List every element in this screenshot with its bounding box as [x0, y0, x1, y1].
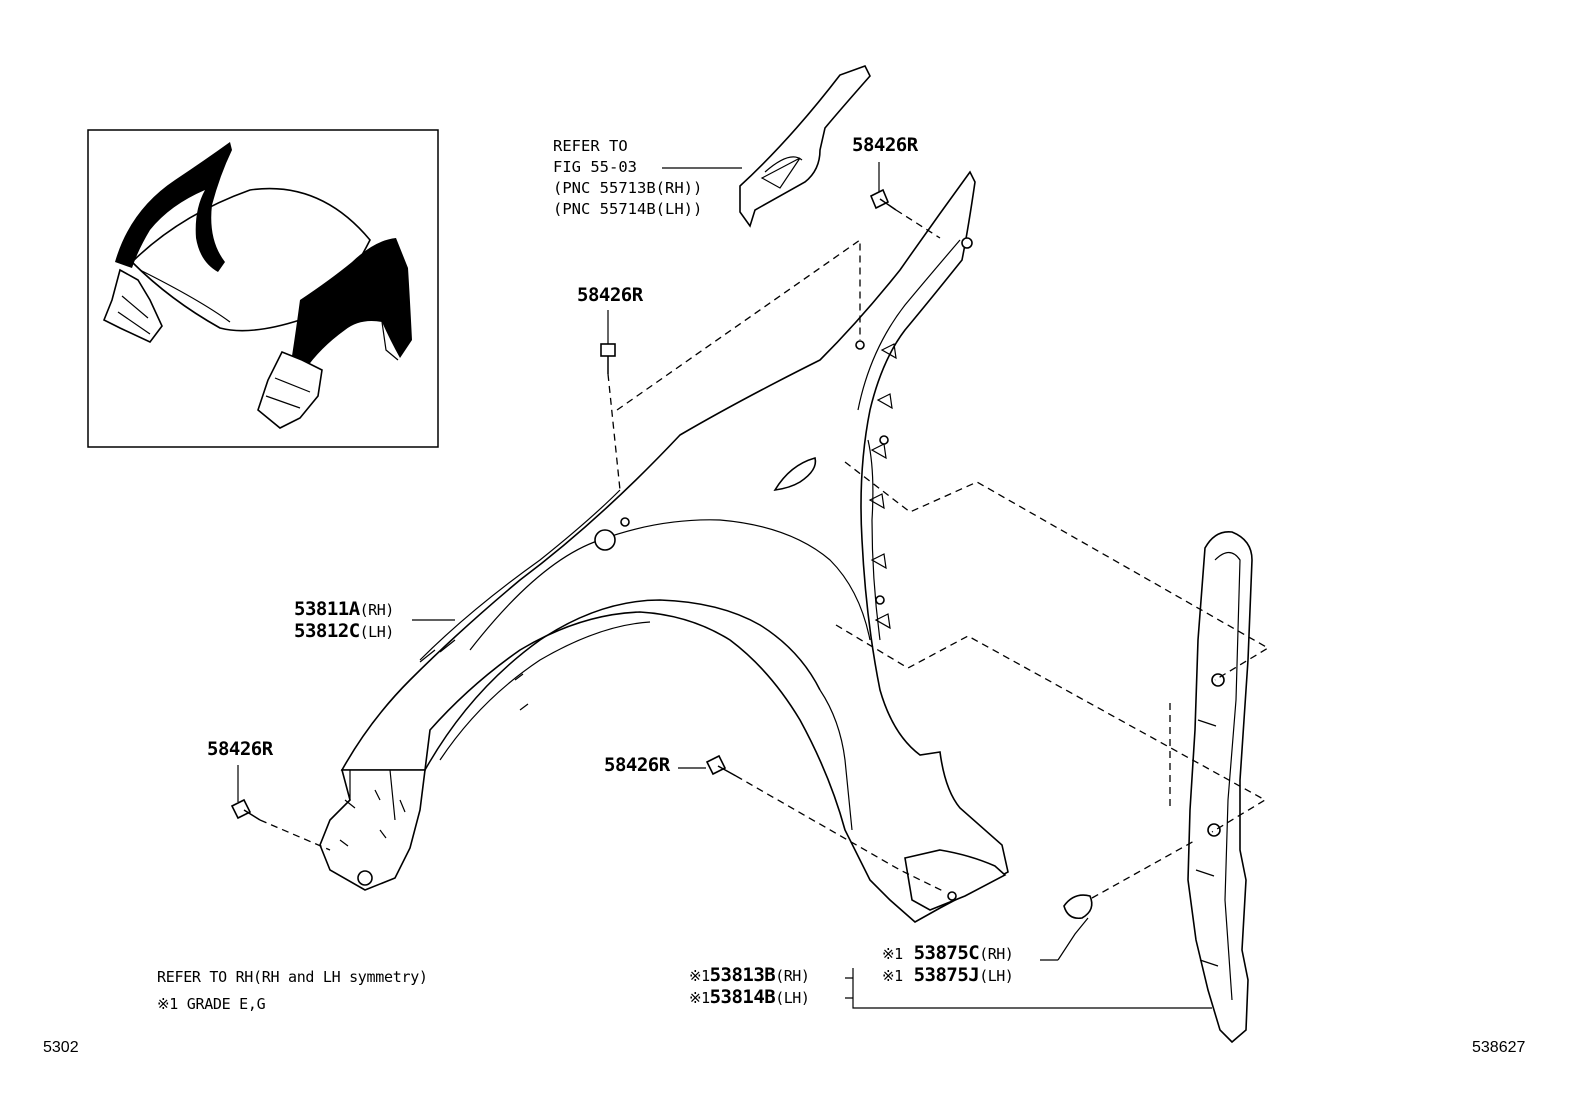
refer-fig-line-2: FIG 55-03 [553, 158, 637, 176]
note-grade: ※1 GRADE E,G [157, 995, 266, 1013]
figure-id-right: 538627 [1472, 1039, 1526, 1056]
inset-fender-right [292, 238, 412, 370]
bolt-top-center [600, 343, 616, 374]
label-bolt-mid: 58426R [604, 754, 670, 776]
clip-lh-mark: ※1 [882, 967, 903, 985]
clip-icon [1063, 894, 1093, 920]
label-clip-lh: ※1 53875J(LH) [882, 964, 1014, 986]
label-bolt-top-center: 58426R [577, 284, 643, 306]
fender-rh-number: 53811A [294, 598, 360, 620]
liner-rh-number: 53813B [709, 964, 776, 986]
refer-fig-label: REFER TO FIG 55-03 (PNC 55713B(RH)) (PNC… [553, 136, 702, 220]
figure-id-left: 5302 [43, 1039, 79, 1056]
note-symmetry: REFER TO RH(RH and LH symmetry) [157, 968, 428, 986]
fender-front-bracket [319, 769, 426, 891]
fender-lh-number: 53812C [294, 620, 360, 642]
label-liner-lh: ※153814B(LH) [689, 986, 810, 1008]
label-bolt-top-right: 58426R [852, 134, 918, 156]
inset-overview [87, 129, 439, 448]
fender-rh-side: (RH) [359, 601, 395, 619]
refer-fig-line-1: REFER TO [553, 137, 628, 155]
refer-fig-line-4: (PNC 55714B(LH)) [553, 200, 703, 218]
inset-frame [87, 129, 439, 448]
leader-lines [237, 162, 1212, 1009]
label-clip-rh: ※1 53875C(RH) [882, 942, 1014, 964]
fender-liner [1187, 531, 1253, 1044]
clip-rh-side: (RH) [979, 945, 1014, 963]
clip-rh-number: 53875C [913, 942, 980, 964]
clip-lh-number: 53875J [913, 964, 980, 986]
inset-bracket-right [257, 350, 323, 429]
dashed-assembly-lines [259, 209, 1270, 899]
fender-lh-side: (LH) [359, 623, 395, 641]
bolt-left [230, 798, 261, 821]
inset-fender-left [115, 142, 232, 272]
clip-lh-side: (LH) [979, 967, 1014, 985]
liner-lh-mark: ※1 [689, 989, 710, 1007]
bolt-top-right [869, 188, 897, 211]
refer-fig-line-3: (PNC 55713B(RH)) [553, 179, 703, 197]
bolt-mid [705, 754, 737, 777]
pillar-garnish [739, 65, 871, 228]
liner-lh-number: 53814B [709, 986, 776, 1008]
label-fender-rh: 53811A(RH) [294, 600, 394, 619]
label-bolt-left: 58426R [207, 738, 273, 760]
liner-rh-side: (RH) [775, 967, 810, 985]
front-fender [319, 170, 1009, 923]
clip-rh-mark: ※1 [882, 945, 903, 963]
label-fender-lh: 53812C(LH) [294, 622, 394, 641]
liner-rh-mark: ※1 [689, 967, 710, 985]
liner-lh-side: (LH) [775, 989, 810, 1007]
label-liner-rh: ※153813B(RH) [689, 964, 810, 986]
